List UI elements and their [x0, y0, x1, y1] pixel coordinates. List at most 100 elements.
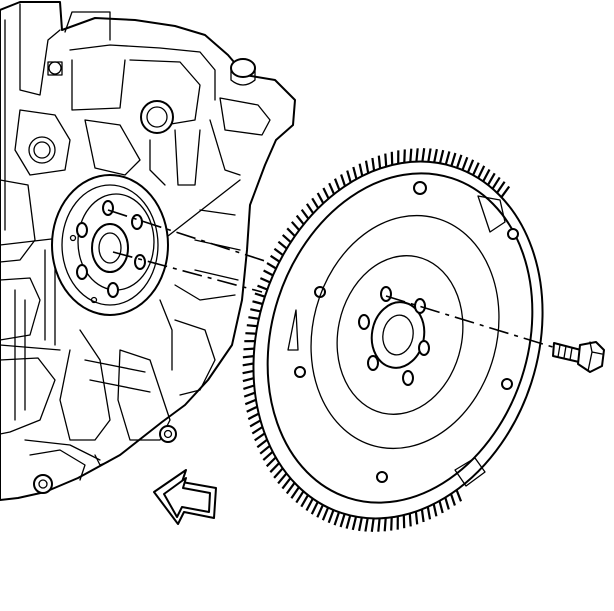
ring-gear-tooth: [254, 292, 266, 298]
ring-gear-tooth: [364, 160, 370, 174]
ring-gear-tooth: [242, 362, 254, 367]
ring-gear-tooth: [432, 503, 438, 517]
ring-gear-tooth: [491, 176, 501, 190]
ring-gear-tooth: [371, 157, 376, 171]
ring-gear-tooth: [345, 515, 352, 529]
ring-gear-tooth: [427, 148, 432, 163]
alignment-centerlines: [107, 209, 557, 349]
ring-gear-tooth: [247, 412, 260, 421]
ring-gear-tooth: [257, 284, 268, 291]
ring-gear-tooth: [281, 477, 292, 490]
ring-gear-tooth: [277, 472, 288, 485]
ring-gear-tooth: [461, 156, 469, 171]
ring-gear-tooth: [311, 197, 320, 209]
ring-gear-tooth: [245, 332, 257, 335]
ring-gear-tooth: [262, 450, 274, 461]
ring-gear-tooth: [450, 152, 457, 167]
ring-gear-tooth: [466, 159, 475, 173]
ring-gear-tooth: [358, 163, 364, 177]
ring-gear-tooth: [242, 369, 254, 375]
ring-gear-tooth: [316, 192, 325, 204]
ring-gear-tooth: [295, 214, 305, 225]
flywheel-bolt: [552, 341, 605, 373]
ring-gear-tooth: [482, 168, 491, 182]
ring-gear-tooth: [370, 518, 375, 532]
ring-gear-tooth: [426, 506, 432, 520]
ring-gear-tooth: [259, 444, 271, 455]
ring-gear-tooth: [496, 181, 506, 194]
ring-gear-tooth: [328, 182, 336, 195]
ring-gear-tooth: [251, 426, 263, 435]
ring-gear-tooth: [277, 240, 288, 250]
ring-gear-tooth: [500, 185, 511, 198]
ring-gear-tooth: [340, 174, 347, 187]
ring-gear-tooth: [377, 155, 382, 169]
ring-gear-tooth: [377, 518, 381, 532]
ring-gear-tooth: [295, 490, 305, 504]
ring-gear-tooth: [333, 511, 341, 526]
ring-gear-tooth: [438, 149, 445, 164]
ring-gear-tooth: [384, 153, 388, 167]
ring-gear-tooth: [433, 148, 438, 163]
ring-gear-tooth: [249, 419, 262, 428]
ring-gear-tooth: [246, 324, 258, 328]
ring-gear-tooth: [351, 516, 358, 531]
ring-gear-tooth: [266, 262, 277, 270]
ring-gear-tooth: [305, 203, 315, 214]
ring-gear-tooth: [269, 462, 280, 473]
ring-gear-tooth: [449, 493, 456, 506]
front-of-engine-arrow-icon: [153, 469, 217, 525]
ring-gear-tooth: [444, 151, 451, 165]
ring-gear-tooth: [259, 277, 271, 284]
ring-gear-tooth: [322, 187, 330, 200]
ring-gear-tooth: [327, 509, 335, 524]
ring-gear-tooth: [286, 227, 296, 237]
flywheel: [252, 160, 544, 520]
ring-gear-tooth: [455, 154, 463, 169]
ring-gear: [242, 148, 511, 532]
ring-gear-tooth: [273, 467, 284, 479]
ring-gear-tooth: [285, 482, 296, 495]
ring-gear-tooth: [305, 498, 314, 512]
ring-gear-tooth: [352, 166, 358, 180]
ring-gear-tooth: [408, 513, 412, 527]
ring-gear-tooth: [390, 517, 393, 531]
ring-gear-tooth: [243, 384, 255, 390]
ring-gear-tooth: [265, 456, 277, 468]
ring-gear-tooth: [358, 517, 363, 532]
ring-gear-tooth: [472, 162, 480, 176]
ring-gear-tooth: [269, 254, 281, 263]
ring-gear-tooth: [300, 494, 309, 508]
ring-gear-tooth: [242, 377, 254, 383]
ring-gear-tooth: [438, 500, 444, 514]
ring-gear-tooth: [248, 316, 260, 320]
ring-gear-tooth: [316, 504, 324, 518]
crankshaft-flange: [51, 174, 169, 316]
ring-gear-tooth: [281, 234, 292, 244]
ring-gear-tooth: [243, 391, 256, 398]
ring-gear-tooth: [290, 221, 301, 231]
ring-gear-tooth: [244, 398, 257, 406]
ring-gear-tooth: [415, 148, 419, 162]
ring-gear-tooth: [487, 172, 496, 186]
ring-gear-tooth: [455, 489, 463, 502]
ring-gear-tooth: [252, 300, 263, 306]
ring-gear-tooth: [364, 517, 369, 532]
ring-gear-tooth: [256, 438, 268, 449]
ring-gear-tooth: [346, 170, 352, 183]
ring-gear-tooth: [403, 149, 406, 163]
ring-gear-tooth: [421, 148, 426, 162]
ring-gear-tooth: [273, 247, 284, 256]
ring-gear-tooth: [383, 517, 387, 532]
ring-gear-tooth: [333, 178, 341, 191]
ring-gear-tooth: [242, 355, 254, 359]
ring-gear-tooth: [243, 347, 255, 351]
ring-gear-tooth: [300, 208, 310, 220]
ring-gear-tooth: [420, 509, 425, 523]
ring-gear-tooth: [414, 511, 419, 525]
ring-gear-tooth: [310, 501, 319, 515]
ring-gear-tooth: [339, 513, 346, 528]
ring-gear-tooth: [444, 497, 450, 510]
